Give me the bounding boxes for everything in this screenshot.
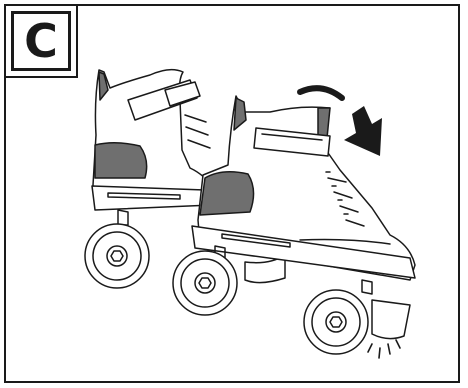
step-badge: C (4, 4, 78, 78)
front-skate-wheel-front (304, 290, 368, 354)
front-skate-wheel-rear (173, 251, 237, 315)
scrape-marks-icon (368, 340, 400, 358)
front-boot-heel-panel (200, 172, 254, 215)
front-skate-truck-front (362, 280, 372, 294)
back-boot-heel-panel (95, 143, 147, 178)
back-skate-wheel-rear (85, 224, 149, 288)
down-arrow-icon (344, 106, 382, 156)
toe-stop (372, 300, 410, 339)
step-label: C (11, 11, 71, 71)
back-skate-truck (118, 210, 128, 225)
back-boot-laces (185, 115, 210, 148)
rotation-arc-icon (300, 88, 342, 98)
